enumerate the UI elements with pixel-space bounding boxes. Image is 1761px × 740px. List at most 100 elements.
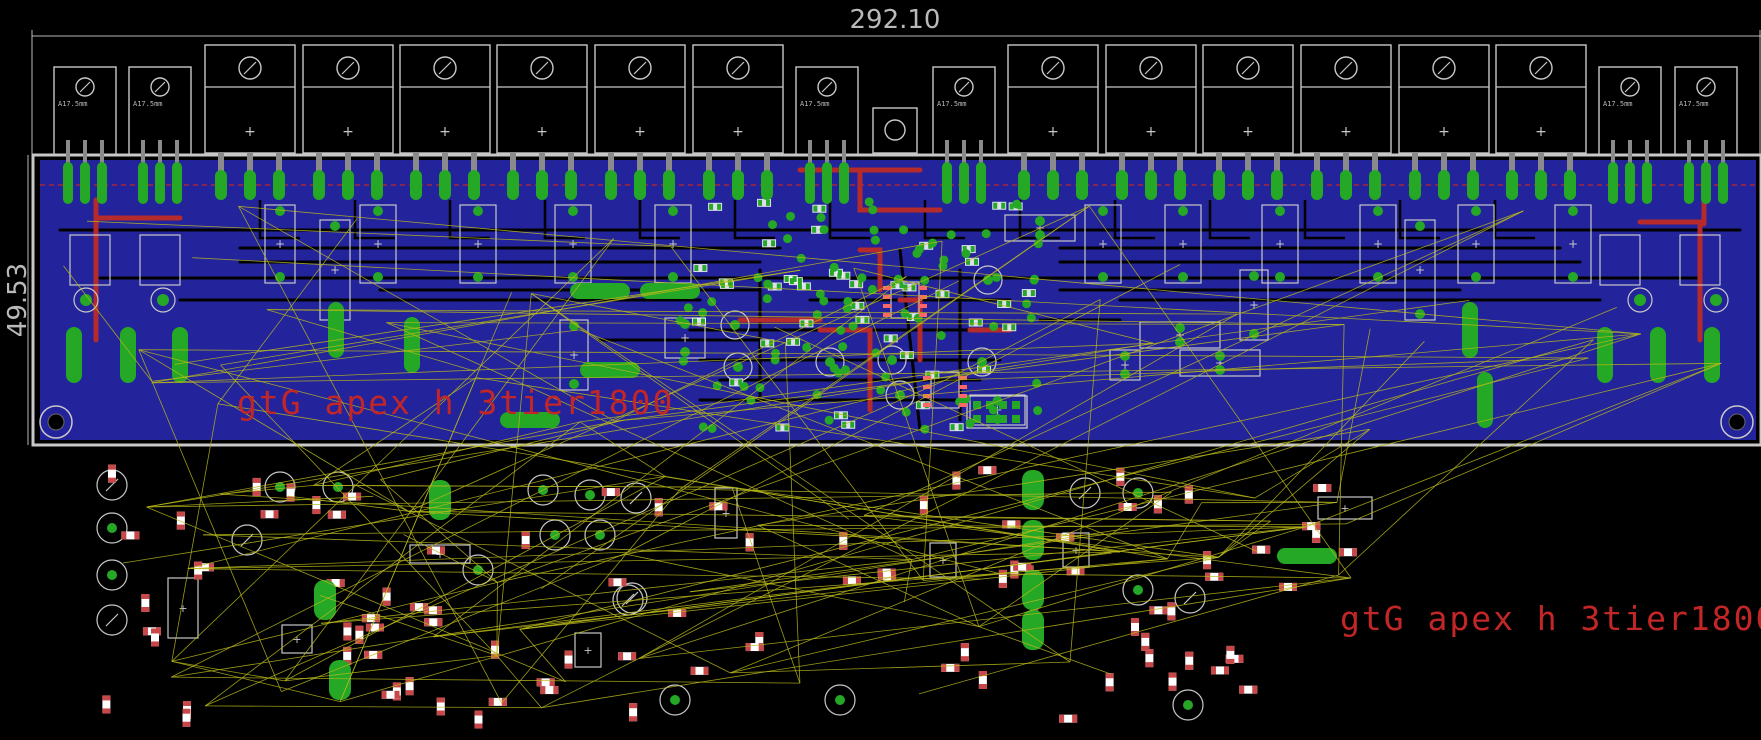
board-part-2: + <box>359 204 397 284</box>
top-trace <box>1637 219 1703 343</box>
airwire <box>217 218 358 405</box>
mounting-hole-left[interactable] <box>39 405 73 439</box>
transistor-pad <box>565 170 577 200</box>
airwires <box>63 205 1722 709</box>
airwire <box>785 342 801 684</box>
airwire <box>281 553 625 692</box>
via <box>675 316 685 326</box>
offboard-round-7 <box>231 524 263 556</box>
airwire <box>614 333 1641 422</box>
pad <box>887 355 897 365</box>
via <box>864 197 874 207</box>
airwire <box>171 676 800 684</box>
offboard-smd <box>102 695 111 714</box>
via <box>1026 313 1036 323</box>
heatsink-transistor-row: +123+123+123+123+123+123+123+123+123+123… <box>53 44 1738 179</box>
via <box>840 365 850 375</box>
board-outline[interactable] <box>31 153 1761 447</box>
smd-pad <box>1001 202 1006 209</box>
width-dimension-label: 292.10 <box>850 5 941 35</box>
smd-part <box>965 257 980 266</box>
oval-pad <box>1704 327 1720 383</box>
via <box>867 284 877 294</box>
smd-pad <box>859 302 864 309</box>
via <box>707 423 717 433</box>
side-part-3 <box>1599 234 1641 286</box>
driver-pad <box>839 162 849 204</box>
smd-pad <box>1017 203 1022 210</box>
dimension-height: 49.53 <box>3 155 33 445</box>
pad <box>1710 294 1722 306</box>
electrolytic-cap-4 <box>1703 287 1729 313</box>
via <box>899 225 909 235</box>
pad <box>1275 272 1285 282</box>
copper-isolation <box>1018 200 1060 240</box>
offboard-smd <box>919 496 928 515</box>
smd-pad <box>1003 324 1008 331</box>
board-part-3: + <box>459 204 497 284</box>
pad <box>668 206 678 216</box>
smd-pad <box>936 291 941 298</box>
driver-transistor-6: A17.5mm <box>1674 66 1738 170</box>
smd-part <box>757 198 772 207</box>
svg-text:+: + <box>721 507 730 520</box>
transistor-pad <box>313 170 325 200</box>
transistor-pad <box>605 170 617 200</box>
board-part-21: + <box>1109 349 1141 381</box>
svg-text:A17.5mm: A17.5mm <box>133 100 163 108</box>
offboard-smd <box>260 510 279 519</box>
height-dimension-label: 49.53 <box>3 263 33 337</box>
airwire <box>918 574 1339 695</box>
offboard-smd <box>491 640 500 659</box>
svg-text:+: + <box>292 633 301 646</box>
smd-pad <box>944 291 949 298</box>
offboard-smd <box>1339 548 1358 557</box>
via <box>1029 274 1039 284</box>
airwire <box>313 421 581 486</box>
airwire <box>202 523 1347 536</box>
offboard-smd <box>1149 606 1168 615</box>
airwire <box>380 419 624 480</box>
board-name-label[interactable]: gtG apex h 3tier1800 <box>237 383 674 422</box>
svg-text:+: + <box>583 644 592 657</box>
header-pin <box>973 401 981 409</box>
offboard-smd <box>343 622 352 641</box>
transistor-pad <box>410 170 422 200</box>
pad <box>569 321 579 331</box>
airwire <box>531 293 850 520</box>
airwire <box>202 534 912 560</box>
svg-text:+: + <box>1438 124 1450 140</box>
airwire <box>171 238 614 662</box>
airwire <box>1254 428 1371 499</box>
svg-text:+: + <box>1178 237 1188 251</box>
transistor-pad <box>507 170 519 200</box>
offboard-smd <box>1141 632 1150 651</box>
smd-pad <box>920 242 925 249</box>
offboard-round-11 <box>539 519 571 551</box>
svg-text:+: + <box>330 263 340 277</box>
offboard-round-20 <box>1172 689 1204 721</box>
smd-part <box>902 283 917 292</box>
mounting-hole-right[interactable] <box>1720 405 1754 439</box>
airwire <box>1218 520 1271 558</box>
offboard-smd <box>941 663 960 672</box>
smd-pad <box>962 246 967 253</box>
offboard-smd <box>1105 673 1114 692</box>
transistor-pad <box>1047 170 1059 200</box>
pad <box>1133 585 1143 595</box>
airwire <box>205 705 542 709</box>
offboard-smd <box>960 643 969 662</box>
board-name-label-offboard[interactable]: gtG apex h 3tier1800 <box>1340 599 1761 638</box>
smd-pad <box>845 272 850 279</box>
offboard-smd <box>1185 651 1194 670</box>
via <box>981 229 991 239</box>
header-pin <box>999 401 1007 409</box>
via <box>816 213 826 223</box>
svg-text:A17.5mm: A17.5mm <box>1603 100 1633 108</box>
pad <box>1634 294 1646 306</box>
via <box>836 325 846 335</box>
driver-pad <box>1701 162 1711 204</box>
offboard-smd <box>107 464 116 483</box>
transistor-pad <box>1213 170 1225 200</box>
